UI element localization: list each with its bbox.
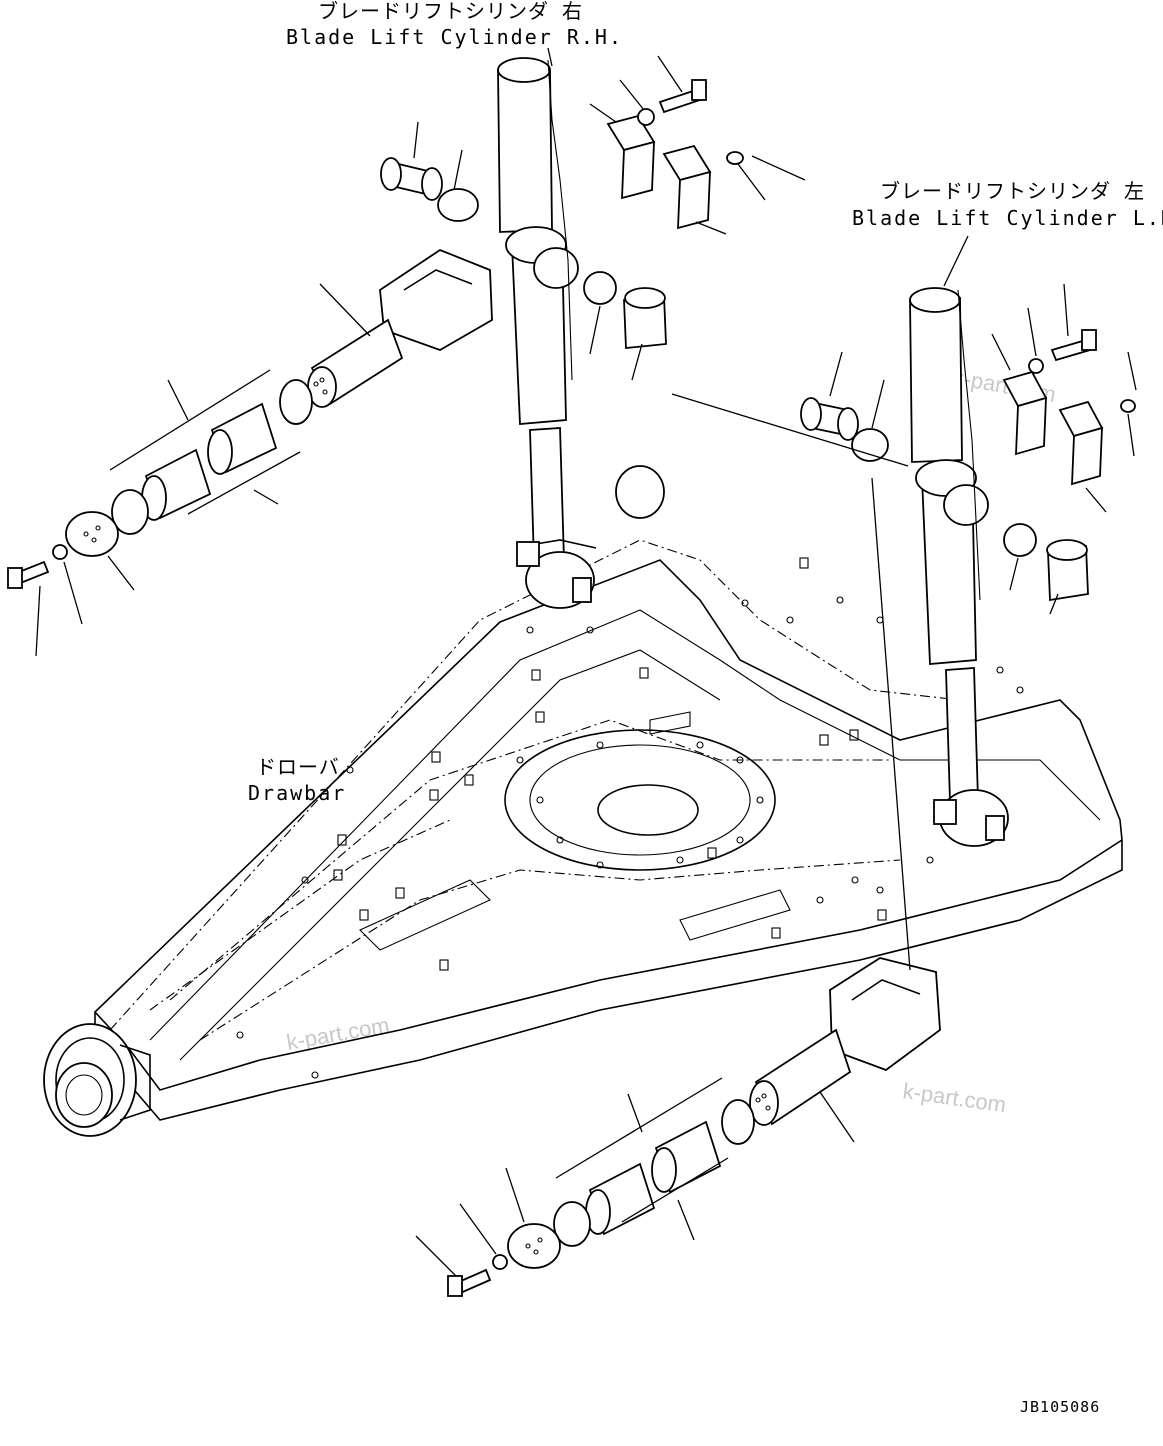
drawbar-frame [43,539,1123,1137]
blade-lift-cylinder-rh [497,57,665,609]
rh-pin-assembly [7,79,744,589]
drawbar-label: ドローバ Drawbar [248,755,346,805]
blade-lift-cylinder-lh [909,287,1009,847]
watermark: k-part.com [901,1078,1007,1117]
leader-lines [35,47,1137,1277]
rh-cylinder-label: ブレードリフトシリンダ 右 Blade Lift Cylinder R.H. [286,0,623,49]
lower-lh-pin-assembly [447,957,941,1297]
lh-cylinder-label-en: Blade Lift Cylinder L.H. [852,206,1163,230]
drawbar-label-jp: ドローバ [256,755,340,779]
lh-pin-assembly [800,329,1136,602]
rh-cylinder-label-jp: ブレードリフトシリンダ 右 [318,0,583,23]
watermark: k-part.com [285,1012,392,1055]
lh-cylinder-label-jp: ブレードリフトシリンダ 左 [880,179,1145,203]
rh-cylinder-label-en: Blade Lift Cylinder R.H. [286,25,623,49]
drawbar-label-en: Drawbar [248,781,346,805]
drawing-code: JB105086 [1020,1398,1100,1416]
lh-cylinder-label: ブレードリフトシリンダ 左 Blade Lift Cylinder L.H. [852,179,1163,230]
